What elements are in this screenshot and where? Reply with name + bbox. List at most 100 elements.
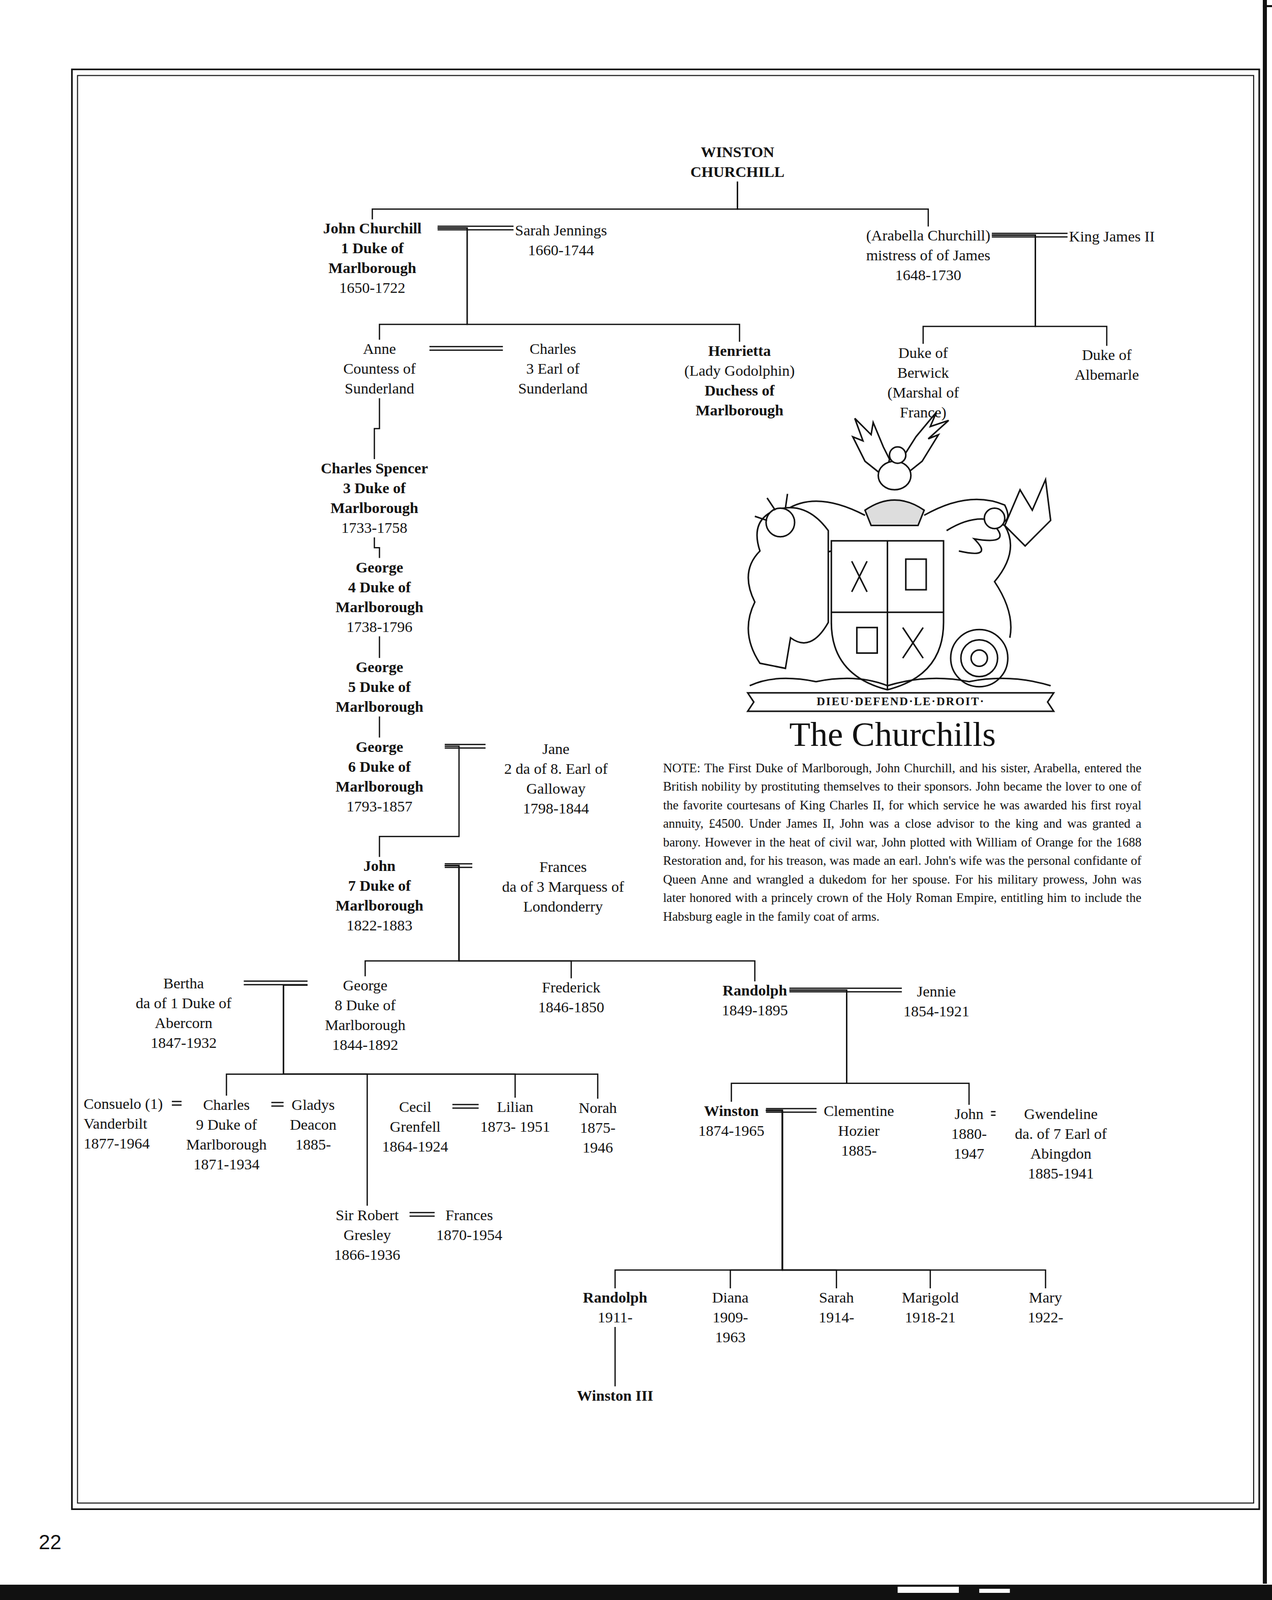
descent-line (615, 1110, 783, 1289)
person-node: Gladys Deacon1885- (285, 1094, 342, 1155)
person-detail: Duchess of Marlborough (668, 380, 811, 420)
person-detail: 9 Duke of Marlborough (183, 1114, 270, 1155)
person-name: WINSTON CHURCHILL (676, 141, 799, 182)
person-detail: Countess of Sunderland (330, 358, 429, 399)
coat-of-arms (747, 412, 1054, 712)
person-detail: 1866-1936 (326, 1244, 409, 1265)
person-name: Frederick (538, 977, 605, 997)
descent-line (226, 984, 308, 1096)
bar-gap (979, 1588, 1010, 1593)
person-node: Sarah1914- (818, 1287, 855, 1327)
person-node: John1880- 1947 (948, 1103, 990, 1164)
person-node: Jennie1854-1921 (903, 981, 970, 1021)
person-name: Frances (473, 856, 653, 877)
person-node: Winston III (577, 1385, 654, 1406)
person-node: George5 Duke of Marlborough (315, 656, 444, 717)
person-name: Consuelo (1) Vanderbilt (83, 1093, 171, 1134)
person-detail: 3 Earl of Sunderland (504, 358, 602, 399)
descent-line (789, 989, 969, 1105)
person-name: Duke of Berwick (880, 342, 967, 383)
person-detail: 1922- (1027, 1307, 1064, 1327)
person-name: George (315, 557, 444, 578)
descent-line (614, 1326, 617, 1387)
person-detail: (Marshal of France) (880, 382, 967, 422)
person-name: Randolph (721, 980, 789, 1001)
person-node: King James II (1069, 226, 1155, 247)
lion-head (766, 507, 795, 537)
person-detail: 1844-1892 (309, 1034, 422, 1055)
person-node: George4 Duke of Marlborough1738-1796 (315, 557, 444, 637)
person-name: Bertha (125, 973, 243, 993)
person-node: AnneCountess of Sunderland (330, 338, 429, 399)
person-node: Duke of Albemarle (1063, 344, 1151, 385)
person-node: Berthada of 1 Duke of Abercorn1847-1932 (125, 973, 243, 1053)
person-name: Randolph (582, 1287, 648, 1308)
person-detail: 1793-1857 (315, 796, 444, 816)
person-name: Charles (504, 338, 602, 359)
person-node: Francesda of 3 Marquess of Londonderry (473, 856, 653, 917)
person-name: Charles Spencer (310, 458, 439, 478)
helmet (864, 499, 924, 526)
person-name: George (315, 656, 444, 677)
person-detail: 1849-1895 (721, 1000, 789, 1020)
person-node: Sarah Jennings1660-1744 (515, 220, 608, 260)
marriage-line (244, 981, 308, 985)
person-node: Charles3 Earl of Sunderland (504, 338, 602, 399)
person-name: Gladys Deacon (285, 1094, 342, 1135)
marriage-line (409, 1212, 435, 1217)
marriage-line (171, 1101, 182, 1105)
person-detail: 1660-1744 (515, 239, 608, 260)
person-name: King James II (1069, 226, 1155, 247)
descent-line (437, 227, 740, 342)
marriage-line (271, 1102, 284, 1106)
person-name: Winston (698, 1100, 765, 1121)
shield-charges (851, 559, 926, 659)
person-node: Norah1875- 1946 (572, 1097, 624, 1158)
person-detail: 1880- 1947 (948, 1123, 990, 1164)
person-detail: 1909- 1963 (707, 1307, 753, 1347)
person-detail: 1871-1934 (183, 1154, 270, 1174)
person-node: George8 Duke of Marlborough1844-1892 (309, 975, 422, 1055)
descent-line (372, 181, 738, 220)
person-detail: 1885-1941 (996, 1163, 1125, 1184)
marriage-line (452, 1104, 479, 1108)
person-detail: 1873- 1951 (479, 1116, 551, 1137)
person-detail: 1885- (818, 1140, 900, 1161)
person-name: Frances (436, 1204, 503, 1225)
page-bottom-bar (0, 1584, 1272, 1600)
person-name: Charles (183, 1094, 270, 1115)
diagram-title: The Churchills (713, 713, 1071, 755)
person-name: Sarah (818, 1287, 855, 1308)
crest-body (878, 461, 912, 490)
person-detail: 1914- (818, 1307, 855, 1327)
shield (831, 540, 944, 690)
person-name: John Churchill (308, 218, 437, 238)
person-detail: 8 Duke of Marlborough (309, 994, 422, 1035)
person-detail: 4 Duke of Marlborough (315, 577, 444, 617)
dragon-tail (971, 649, 988, 666)
person-detail: 1738-1796 (315, 616, 444, 637)
person-detail: da. of 7 Earl of Abingdon (996, 1123, 1125, 1164)
descent-line (737, 181, 929, 227)
person-detail: da of 1 Duke of Abercorn (125, 992, 243, 1033)
descent-line (374, 537, 380, 559)
descent-line (991, 234, 1107, 346)
person-name: Clementine Hozier (818, 1100, 900, 1141)
person-node: Charles Spencer3 Duke of Marlborough1733… (310, 458, 439, 538)
person-node: WINSTON CHURCHILL (676, 141, 799, 182)
shield-quarters (831, 540, 944, 690)
person-name: Duke of Albemarle (1063, 344, 1151, 385)
person-detail: 1650-1722 (308, 277, 437, 298)
person-name: Mary (1027, 1287, 1064, 1308)
dragon-tail (960, 639, 998, 677)
person-detail: 1648-1730 (866, 264, 991, 285)
descent-line (378, 716, 381, 738)
person-name: John (315, 855, 444, 876)
person-node: Cecil Grenfell1864-1924 (379, 1096, 451, 1157)
person-name: Henrietta (668, 340, 811, 361)
person-node: Randolph1911- (582, 1287, 648, 1327)
dragon-body (946, 519, 1011, 639)
descent-line (374, 398, 380, 460)
person-detail: 1854-1921 (903, 1001, 970, 1021)
